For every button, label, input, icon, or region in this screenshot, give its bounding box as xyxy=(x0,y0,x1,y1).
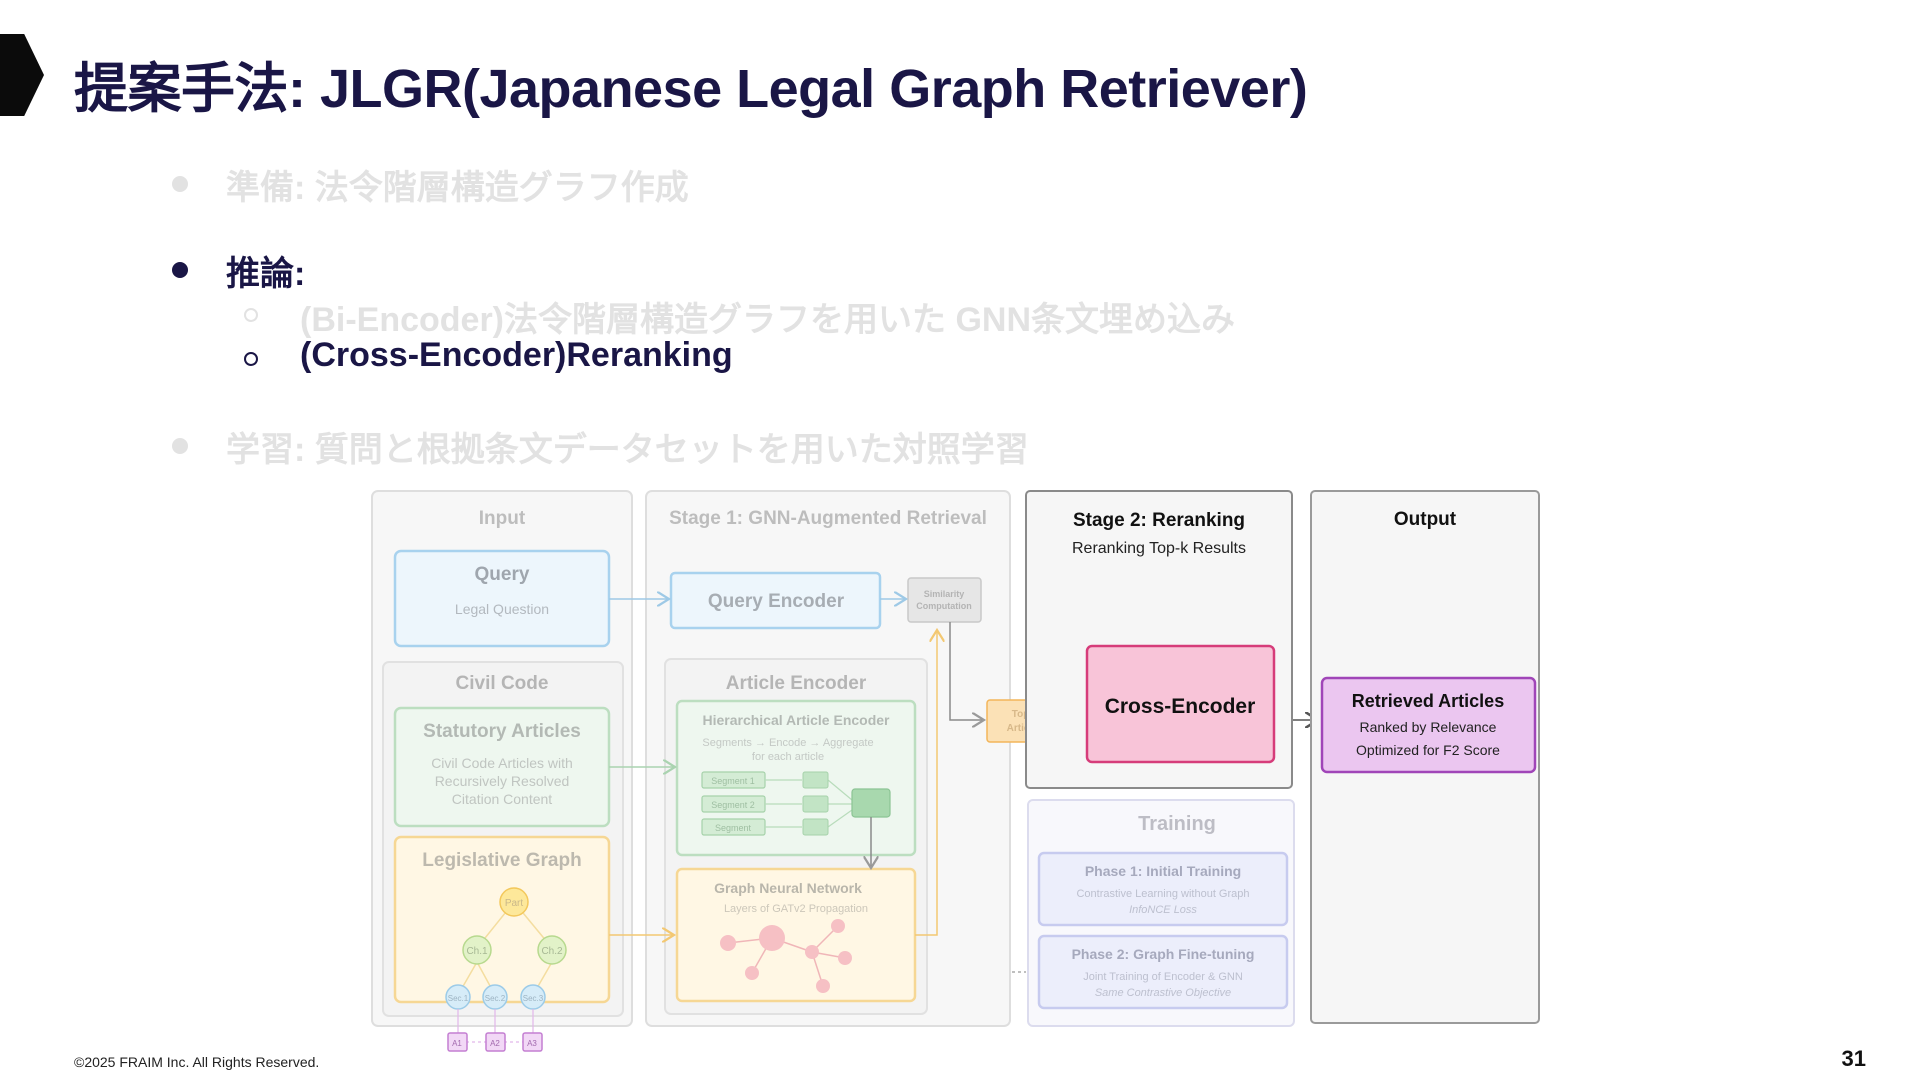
gnn-node xyxy=(745,966,759,980)
footer-copyright: ©2025 FRAIM Inc. All Rights Reserved. xyxy=(74,1054,320,1070)
gnn-node xyxy=(831,919,845,933)
gnn-node xyxy=(816,979,830,993)
query-subtitle: Legal Question xyxy=(455,601,549,617)
graph-node-a3-label: A3 xyxy=(527,1039,537,1048)
page-title: 提案手法: JLGR(Japanese Legal Graph Retrieve… xyxy=(74,59,1308,119)
training-panel: Training Phase 1: Initial Training Contr… xyxy=(1027,799,1295,1027)
graph-node-sec3-label: Sec.3 xyxy=(523,994,544,1003)
query-encoder: Query Encoder xyxy=(708,591,845,612)
stage2-subtitle: Reranking Top-k Results xyxy=(1072,540,1246,557)
graph-node-part-label: Part xyxy=(505,898,524,909)
input-panel: Input Query Legal Question Civil Code St… xyxy=(371,490,633,1052)
stage1-panel: Stage 1: GNN-Augmented Retrieval Query E… xyxy=(645,490,1011,1027)
sub-bullet-ring-bi xyxy=(244,308,258,322)
training-header: Training xyxy=(1138,813,1216,835)
output-header: Output xyxy=(1394,509,1457,530)
input-header: Input xyxy=(479,508,526,529)
gnn-node xyxy=(720,935,736,951)
hier-line-1: Segments → Encode → Aggregate xyxy=(702,737,873,749)
similarity-computation-box xyxy=(907,577,982,623)
gnn-node xyxy=(838,951,852,965)
phase2-line-2: Same Contrastive Objective xyxy=(1095,987,1231,999)
query-title: Query xyxy=(475,564,530,585)
graph-node-ch2 xyxy=(537,935,567,965)
graph-node-a1 xyxy=(447,1032,468,1052)
retrieved-articles-title: Retrieved Articles xyxy=(1352,691,1504,711)
retrieved-articles-line-2: Optimized for F2 Score xyxy=(1356,742,1500,758)
article-encoder-header: Article Encoder xyxy=(726,673,867,694)
graph-node-sec2-label: Sec.2 xyxy=(485,994,506,1003)
statutory-line-2: Recursively Resolved xyxy=(435,773,570,789)
page-number: 31 xyxy=(1841,1046,1866,1071)
graph-node-ch1 xyxy=(462,935,492,965)
phase1-line-2: InfoNCE Loss xyxy=(1129,904,1197,916)
bullet-dot-learning xyxy=(172,438,188,454)
gnn-title: Graph Neural Network xyxy=(714,880,862,896)
graph-node-a1-label: A1 xyxy=(452,1039,462,1048)
statutory-line-3: Citation Content xyxy=(452,791,553,807)
legislative-graph-title: Legislative Graph xyxy=(422,850,581,871)
graph-node-ch2-label: Ch.2 xyxy=(541,946,563,957)
segment-2-label: Segment 2 xyxy=(711,800,755,810)
similarity-line-1: Similarity xyxy=(924,589,965,599)
stage2-header: Stage 2: Reranking xyxy=(1073,510,1245,531)
stage2-panel: Stage 2: Reranking Reranking Top-k Resul… xyxy=(1025,490,1293,789)
bullet-prep: 準備: 法令階層構造グラフ作成 xyxy=(226,169,689,207)
segment-3-label: Segment xyxy=(715,823,752,833)
phase1-title: Phase 1: Initial Training xyxy=(1085,863,1241,879)
bullet-dot-inference xyxy=(172,262,188,278)
graph-node-sec1-label: Sec.1 xyxy=(448,994,469,1003)
phase1-line-1: Contrastive Learning without Graph xyxy=(1076,888,1249,900)
sub-bullet-bi-text: (Bi-Encoder)法令階層構造グラフを用いた GNN条文埋め込み xyxy=(300,301,1235,339)
gnn-node xyxy=(805,945,819,959)
bullet-learning: 学習: 質問と根拠条文データセットを用いた対照学習 xyxy=(226,431,1029,469)
phase2-box xyxy=(1037,934,1289,1010)
sub-bullet-ring-cross xyxy=(244,352,258,366)
cross-encoder-box xyxy=(1085,644,1276,764)
segment-1-label: Segment 1 xyxy=(711,776,755,786)
output-panel: Output Retrieved Articles Ranked by Rele… xyxy=(1310,490,1540,1024)
statutory-title: Statutory Articles xyxy=(423,721,581,742)
sub-bullet-bi-encoder: (Bi-Encoder)法令階層構造グラフを用いた GNN条文埋め込み xyxy=(300,292,1235,341)
statutory-line-1: Civil Code Articles with xyxy=(431,755,573,771)
sub-bullet-cross-encoder: (Cross-Encoder)Reranking xyxy=(300,336,733,374)
gnn-subtitle: Layers of GATv2 Propagation xyxy=(724,903,868,915)
phase1-box xyxy=(1037,851,1289,927)
civil-code-header: Civil Code xyxy=(456,673,549,694)
graph-node-a3 xyxy=(522,1032,543,1052)
hier-line-2: for each article xyxy=(752,751,824,763)
phase2-line-1: Joint Training of Encoder & GNN xyxy=(1083,971,1243,983)
graph-node-part xyxy=(499,887,529,917)
graph-node-a2-label: A2 xyxy=(490,1039,500,1048)
retrieved-articles-box xyxy=(1320,676,1537,774)
similarity-line-2: Computation xyxy=(916,601,972,611)
graph-node-ch1-label: Ch.1 xyxy=(466,946,488,957)
retrieved-articles-line-1: Ranked by Relevance xyxy=(1360,719,1497,735)
cross-encoder-label: Cross-Encoder xyxy=(1105,695,1256,718)
bullet-dot-prep xyxy=(172,176,188,192)
graph-node-a2 xyxy=(485,1032,506,1052)
phase2-title: Phase 2: Graph Fine-tuning xyxy=(1072,946,1255,962)
gnn-node xyxy=(759,925,785,951)
hier-encoder-title: Hierarchical Article Encoder xyxy=(702,712,890,728)
bullet-inference: 推論: xyxy=(226,255,306,293)
stage1-header: Stage 1: GNN-Augmented Retrieval xyxy=(669,508,987,529)
